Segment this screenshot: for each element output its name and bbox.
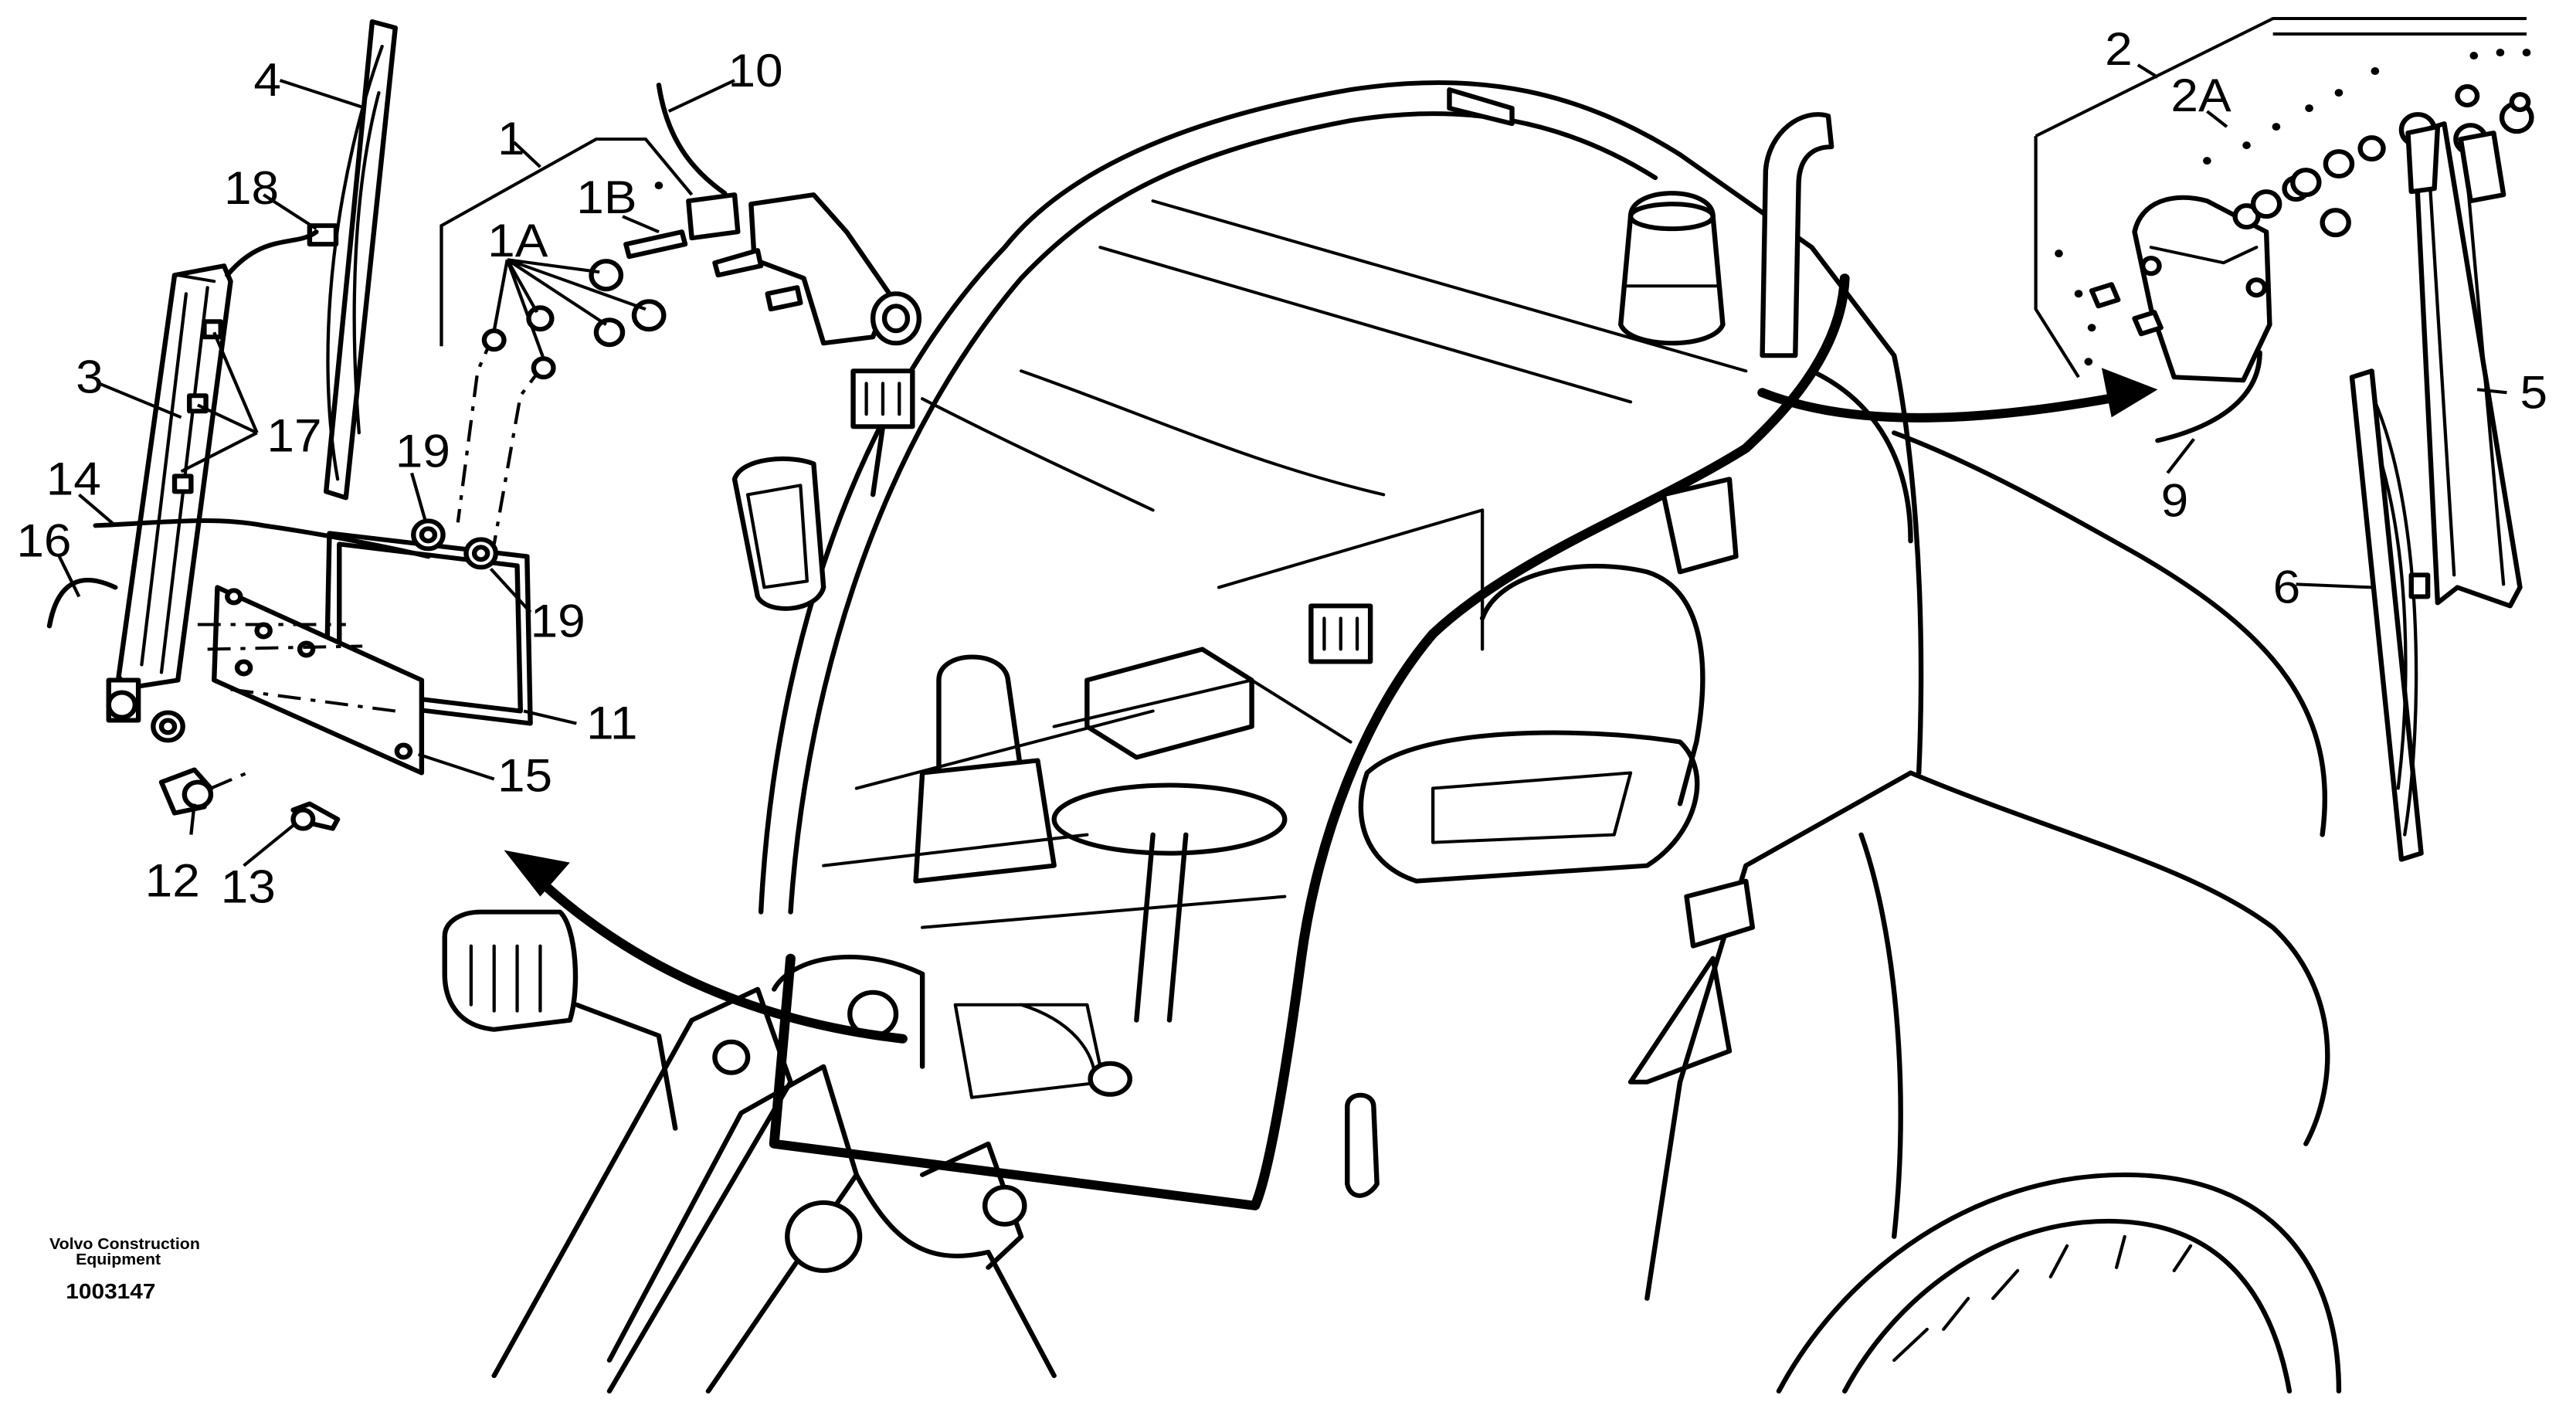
part-label-19-lower: 19 xyxy=(531,596,585,647)
tyre xyxy=(1776,1172,2342,1394)
wiring-harness xyxy=(769,273,1850,1210)
rear-motor-cable xyxy=(2155,350,2262,443)
front-wiper-group xyxy=(46,19,922,831)
company-name-line2: Equipment xyxy=(76,1251,161,1268)
part-label-14: 14 xyxy=(46,453,101,505)
mounting-plate xyxy=(212,585,425,776)
part-label-5: 5 xyxy=(2520,367,2548,419)
part-label-13: 13 xyxy=(221,861,276,913)
rear-wiper-blade xyxy=(2349,368,2431,862)
footer: Volvo Construction Equipment 1003147 xyxy=(49,1235,200,1303)
part-label-18: 18 xyxy=(224,163,279,215)
loader-arm xyxy=(491,986,1057,1394)
washer-nozzle xyxy=(158,767,248,816)
front-wiper-arm xyxy=(106,263,233,743)
part-label-19-upper: 19 xyxy=(395,426,450,477)
steering-wheel xyxy=(1051,782,1288,1023)
screw xyxy=(290,801,341,831)
part-label-2: 2 xyxy=(2105,24,2133,76)
part-labels: 4 18 3 17 14 16 12 13 15 11 19 19 1 1A 1… xyxy=(16,24,2547,913)
front-wiper-motor xyxy=(623,192,922,346)
operator-seat xyxy=(1358,563,1705,884)
exhaust-pipe xyxy=(1760,112,1834,358)
cab-illustration xyxy=(442,80,2342,1394)
rear-wiper-motor xyxy=(2089,195,2272,383)
part-label-1B: 1B xyxy=(576,172,636,224)
door-handle xyxy=(1345,1092,1380,1198)
part-label-11: 11 xyxy=(586,698,637,749)
drawing-number: 1003147 xyxy=(66,1280,155,1304)
leader-lines xyxy=(57,63,2507,867)
part-label-10: 10 xyxy=(728,46,783,97)
locator-arrow-rear xyxy=(1757,368,2158,423)
head-lamp xyxy=(442,909,678,1131)
washer-hose xyxy=(225,229,319,278)
part-label-9: 9 xyxy=(2161,475,2189,527)
part-label-6: 6 xyxy=(2273,562,2301,613)
work-light xyxy=(850,368,915,497)
part-label-16: 16 xyxy=(16,515,71,567)
rear-wiper-arm xyxy=(2405,121,2523,609)
part-label-15: 15 xyxy=(497,750,552,802)
beacon-light xyxy=(1618,191,1726,346)
part-label-2A: 2A xyxy=(2170,70,2232,122)
motor-cable xyxy=(656,83,728,196)
company-name-line1: Volvo Construction xyxy=(49,1235,200,1252)
front-wiper-blade xyxy=(307,19,398,501)
part-label-17: 17 xyxy=(266,410,321,462)
locator-arrow-front xyxy=(504,850,908,1044)
part-label-1A: 1A xyxy=(487,216,548,267)
part-label-3: 3 xyxy=(76,351,104,403)
rear-wiper-group xyxy=(2034,17,2534,862)
part-label-1: 1 xyxy=(497,114,525,165)
part-label-4: 4 xyxy=(253,55,281,107)
part-label-12: 12 xyxy=(145,855,200,907)
work-light xyxy=(1308,603,1373,664)
